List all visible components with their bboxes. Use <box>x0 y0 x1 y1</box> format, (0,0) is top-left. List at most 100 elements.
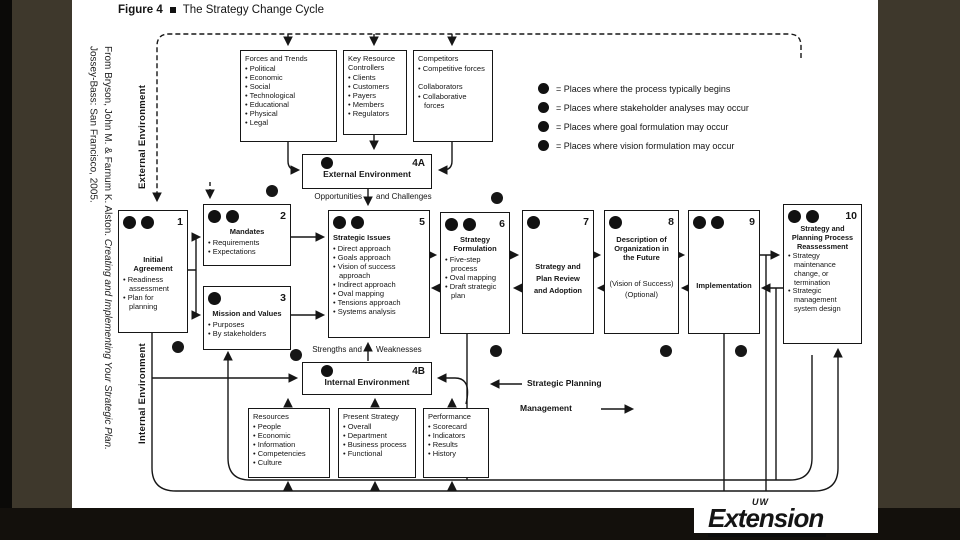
bullet-item: Expectations <box>208 247 286 256</box>
bullet-item: Strategy maintenance change, or terminat… <box>788 251 857 287</box>
box-4b-internal-environment: 4B Internal Environment <box>302 362 432 395</box>
bullet-item: Oval mapping <box>333 289 425 298</box>
bullet-item: Department <box>343 431 411 440</box>
bullet-item: Legal <box>245 118 332 127</box>
figure-header: Figure 4 The Strategy Change Cycle <box>118 4 324 16</box>
bullet-item: Collaborative forces <box>418 92 488 110</box>
box-2-mandates: 2 Mandates RequirementsExpectations <box>203 204 291 266</box>
bullet-item: Results <box>428 440 484 449</box>
figure-title: The Strategy Change Cycle <box>182 4 325 16</box>
marker-dot-icon <box>693 215 706 229</box>
extension-logo-text: Extension <box>708 503 827 537</box>
box-present-strategy: Present Strategy OverallDepartmentBusine… <box>338 408 416 478</box>
marker-dot-icon <box>351 215 364 229</box>
bullet-item: People <box>253 422 325 431</box>
box-10-process-reassessment: 10 Strategy and Planning Process Reasses… <box>783 204 862 344</box>
marker-dot-icon <box>711 215 724 229</box>
box-3-mission-and-values: 3 Mission and Values PurposesBy stakehol… <box>203 286 291 350</box>
and-challenges-label: and Challenges <box>376 192 432 201</box>
bullet-item: Competitive forces <box>418 64 488 73</box>
bullet-item: Clients <box>348 73 402 82</box>
figure-label: Figure 4 <box>118 4 163 16</box>
marker-dot-icon <box>123 215 136 229</box>
bullet-item: Indicators <box>428 431 484 440</box>
box-4a-external-environment: 4A External Environment <box>302 154 432 189</box>
strategic-planning-label: Strategic Planning <box>527 378 602 388</box>
bullet-item: Educational <box>245 100 332 109</box>
box-1-initial-agreement: 1 Initial Agreement Readiness assessment… <box>118 210 188 333</box>
marker-dot-icon <box>609 215 622 229</box>
bullet-item: Payers <box>348 91 402 100</box>
bullet-item: Competencies <box>253 449 325 458</box>
bullet-item: Culture <box>253 458 325 467</box>
goal-formulation-dot-icon <box>538 121 549 132</box>
bullet-item: Vision of success approach <box>333 262 425 280</box>
bullet-item: Strategic management system design <box>788 286 857 313</box>
management-label: Management <box>520 403 572 413</box>
bullet-item: Social <box>245 82 332 91</box>
box-8-future-organization: 8 Description of Organization in the Fut… <box>604 210 679 334</box>
legend-item: = Places where the process typically beg… <box>538 79 749 98</box>
bullet-item: Customers <box>348 82 402 91</box>
citation: From Bryson, John M. & Farnum K. Alston.… <box>87 46 114 450</box>
marker-dot-icon <box>208 209 221 223</box>
bullet-item: Regulators <box>348 109 402 118</box>
bullet-item: Economic <box>253 431 325 440</box>
box-7-plan-review-adoption: 7 Strategy and Plan Review and Adoption <box>522 210 594 334</box>
bullet-item: Goals approach <box>333 253 425 262</box>
box-resources: Resources PeopleEconomicInformationCompe… <box>248 408 330 478</box>
uw-logo-text: UW <box>752 497 769 507</box>
marker-dot-icon <box>463 217 476 231</box>
bullet-item: Technological <box>245 91 332 100</box>
citation-book-title: Creating and Implementing Your Strategic… <box>102 238 113 450</box>
bullet-item: Plan for planning <box>123 293 183 311</box>
marker-dot-icon <box>141 215 154 229</box>
box-5-strategic-issues: 5 Strategic Issues Direct approachGoals … <box>328 210 430 338</box>
strengths-label: Strengths and <box>312 345 362 354</box>
marker-dot-icon <box>226 209 239 223</box>
box-forces-and-trends: Forces and Trends PoliticalEconomicSocia… <box>240 50 337 142</box>
bullet-item: Systems analysis <box>333 307 425 316</box>
frame-left-brown <box>12 0 72 508</box>
bullet-item: Scorecard <box>428 422 484 431</box>
bullet-item: Physical <box>245 109 332 118</box>
box-competitors-collaborators: Competitors Competitive forces Collabora… <box>413 50 493 142</box>
uw-extension-logo: UW Extension <box>694 497 878 537</box>
marker-dot-icon <box>333 215 346 229</box>
bullet-item: History <box>428 449 484 458</box>
marker-dot-icon <box>806 209 819 223</box>
marker-dot-icon <box>321 157 333 169</box>
bullet-item: By stakeholders <box>208 329 286 338</box>
opportunities-label: Opportunities <box>314 192 362 201</box>
legend-item: = Places where goal formulation may occu… <box>538 117 749 136</box>
bullet-item: Overall <box>343 422 411 431</box>
marker-dot-icon <box>788 209 801 223</box>
box-6-strategy-formulation: 6 Strategy Formulation Five-step process… <box>440 212 510 334</box>
legend-item: = Places where vision formulation may oc… <box>538 136 749 155</box>
bullet-item: Functional <box>343 449 411 458</box>
marker-dot-icon <box>321 365 333 377</box>
bullet-item: Indirect approach <box>333 280 425 289</box>
box-9-implementation: 9 Implementation <box>688 210 760 334</box>
bullet-item: Political <box>245 64 332 73</box>
weaknesses-label: Weaknesses <box>376 345 422 354</box>
marker-dot-icon <box>527 215 540 229</box>
bullet-item: Purposes <box>208 320 286 329</box>
bullet-item: Oval mapping <box>445 273 505 282</box>
legend-item: = Places where stakeholder analyses may … <box>538 98 749 117</box>
bullet-item: Readiness assessment <box>123 275 183 293</box>
frame-right-brown <box>878 0 960 508</box>
vision-formulation-dot-icon <box>538 140 549 151</box>
stakeholder-analyses-dot-icon <box>538 102 549 113</box>
external-environment-side-label: External Environment <box>137 84 148 190</box>
bullet-item: Members <box>348 100 402 109</box>
bullet-item: Direct approach <box>333 244 425 253</box>
bullet-item: Business process <box>343 440 411 449</box>
marker-dot-icon <box>208 291 221 305</box>
bullet-item: Tensions approach <box>333 298 425 307</box>
square-bullet-icon <box>169 7 176 13</box>
marker-dot-icon <box>445 217 458 231</box>
bullet-item: Information <box>253 440 325 449</box>
box-key-resource-controllers: Key Resource Controllers ClientsCustomer… <box>343 50 407 135</box>
